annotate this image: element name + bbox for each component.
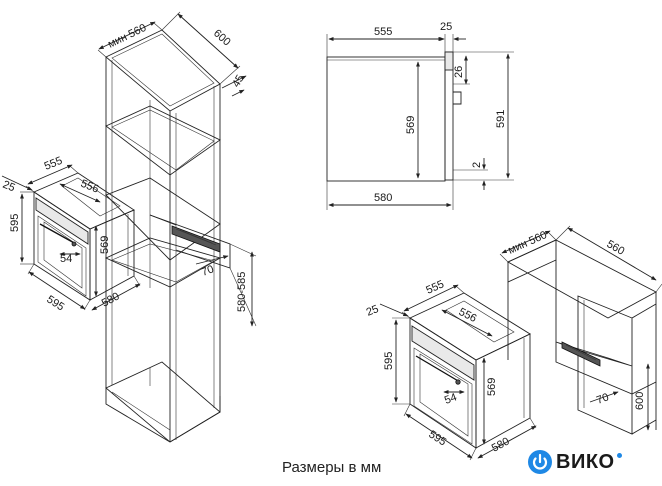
dim-left-54: 54	[60, 253, 72, 265]
oven-side-view: 555 25 26 569 591 2 580	[326, 21, 514, 210]
dim-side-569: 569	[405, 116, 417, 134]
dim-under-595-width: 595	[426, 428, 448, 448]
brand-logo: ВИКО	[527, 446, 637, 478]
dim-tall-580-585: 580-585	[236, 272, 248, 312]
dim-side-580: 580	[374, 192, 392, 204]
brand-power-icon	[528, 450, 552, 474]
dim-under-555: 555	[424, 278, 446, 296]
dim-side-25: 25	[440, 21, 452, 33]
dim-left-556: 556	[79, 178, 101, 196]
dim-left-595-height: 595	[9, 214, 21, 232]
dim-left-569: 569	[99, 236, 111, 254]
dim-tall-600: 600	[211, 27, 233, 48]
dim-under-25: 25	[365, 303, 381, 319]
dim-side-591: 591	[495, 110, 507, 128]
dim-under-595-height: 595	[383, 352, 395, 370]
tall-cabinet: мин 560 600 45 70 580-585	[97, 11, 257, 443]
vent-strip	[171, 225, 221, 253]
dim-tall-70: 70	[200, 263, 216, 278]
units-caption: Размеры в мм	[282, 459, 382, 476]
dim-side-555: 555	[374, 26, 392, 38]
dim-under-556: 556	[457, 306, 479, 325]
dim-under-600: 600	[634, 392, 646, 410]
dim-under-54: 54	[443, 391, 459, 406]
dim-under-560: 560	[605, 238, 627, 258]
oven-right: 555 25 556 595 569 54 595 580	[365, 278, 537, 461]
dim-side-2: 2	[471, 162, 483, 168]
dim-tall-45: 45	[230, 73, 247, 90]
dim-side-26: 26	[453, 66, 465, 78]
dim-left-25: 25	[1, 179, 17, 195]
oven-left: 555 25 556 595 569 54 595 580	[1, 155, 141, 314]
dim-under-569: 569	[486, 378, 498, 396]
dim-under-70: 70	[595, 391, 611, 406]
brand-dot	[616, 452, 622, 458]
brand-name: ВИКО	[556, 450, 615, 473]
dim-left-595-width: 595	[44, 293, 66, 313]
